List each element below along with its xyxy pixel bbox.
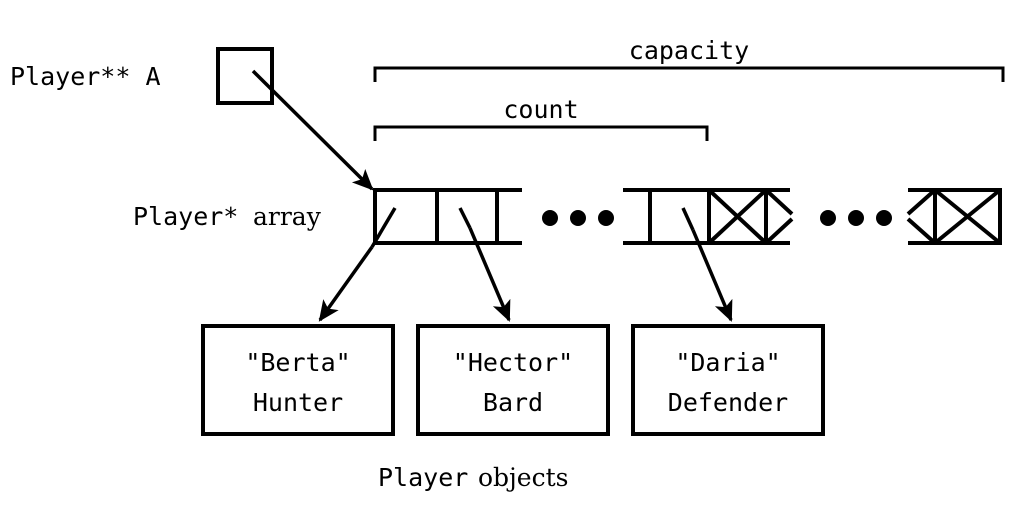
arrow-cell1-to-hector <box>468 227 511 322</box>
arrow-A-to-array <box>251 69 374 191</box>
cell-pointer-stub <box>458 207 472 229</box>
bracket-capacity-label: capacity <box>629 36 749 65</box>
array-cell-crossed <box>933 188 1002 245</box>
caption-serif: objects <box>478 463 568 492</box>
pointer-variable-label: Player** A <box>10 62 161 91</box>
array-segment-middle <box>623 188 794 245</box>
player-object-role: Defender <box>668 388 788 417</box>
cell-pointer-stub <box>681 207 695 231</box>
arrow-celln-to-daria <box>691 229 733 322</box>
array-segment-right <box>906 188 1002 245</box>
arrow-cell0-to-berta <box>318 245 374 322</box>
cell-pointer-stub <box>370 207 397 248</box>
ellipsis-right <box>820 210 892 226</box>
bracket-capacity: capacity <box>373 36 1005 82</box>
pointer-variable-box <box>216 47 274 105</box>
player-object-name: "Berta" <box>245 348 350 377</box>
array-label-serif: array <box>253 202 322 231</box>
player-object-daria: "Daria" Defender <box>631 324 825 436</box>
player-object-role: Bard <box>483 388 543 417</box>
bracket-count: count <box>373 95 709 141</box>
array-cell-crossed-partial <box>764 188 794 245</box>
ellipsis-left <box>542 210 614 226</box>
array-cell-crossed-partial <box>906 188 937 245</box>
array-cell-crossed <box>707 188 768 245</box>
bracket-count-label: count <box>503 95 578 124</box>
array-label-mono: Player* <box>133 202 238 231</box>
player-object-berta: "Berta" Hunter <box>201 324 395 436</box>
player-object-name: "Hector" <box>453 348 573 377</box>
caption-mono: Player <box>378 463 468 492</box>
player-object-role: Hunter <box>253 388 343 417</box>
player-object-hector: "Hector" Bard <box>416 324 610 436</box>
player-object-name: "Daria" <box>675 348 780 377</box>
array-segment-left <box>373 188 522 245</box>
